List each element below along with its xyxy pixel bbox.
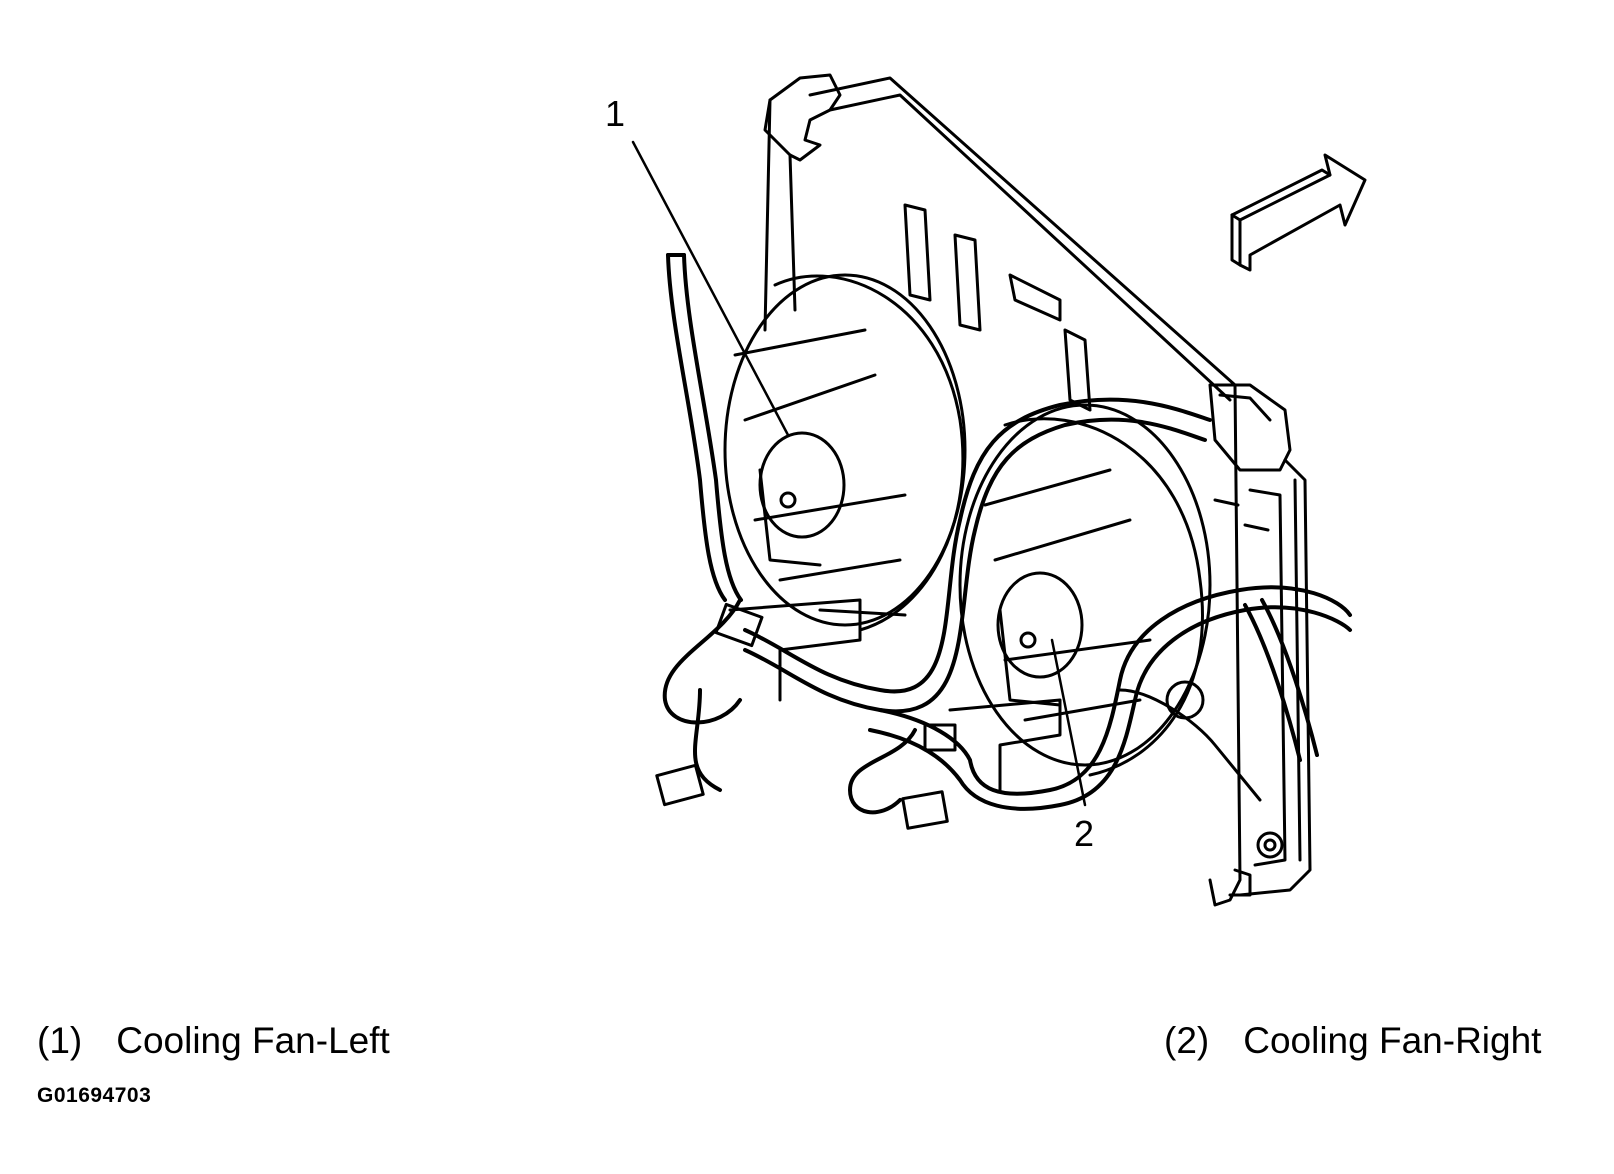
cooling-fan-left: [723, 273, 967, 702]
callout-number-1: 1: [605, 93, 626, 134]
legend-label: Cooling Fan-Right: [1243, 1020, 1542, 1061]
legend-number: (2): [1164, 1020, 1210, 1061]
callout-leader-2: [1050, 638, 1087, 807]
radiator-shroud: [763, 73, 1312, 907]
legend-item-left: (1) Cooling Fan-Left: [37, 1022, 390, 1059]
cooling-fan-right: [948, 403, 1262, 802]
direction-arrow-icon: [1238, 153, 1367, 272]
legend-label: Cooling Fan-Left: [116, 1020, 390, 1061]
figure-id: G01694703: [37, 1084, 152, 1107]
legend-item-right: (2) Cooling Fan-Right: [1164, 1022, 1541, 1059]
harness-connectors: [655, 602, 957, 830]
callout-number-2: 2: [1074, 813, 1095, 854]
callout-leader-1: [631, 140, 790, 437]
wiring-harness: [662, 253, 1352, 815]
legend-number: (1): [37, 1020, 83, 1061]
